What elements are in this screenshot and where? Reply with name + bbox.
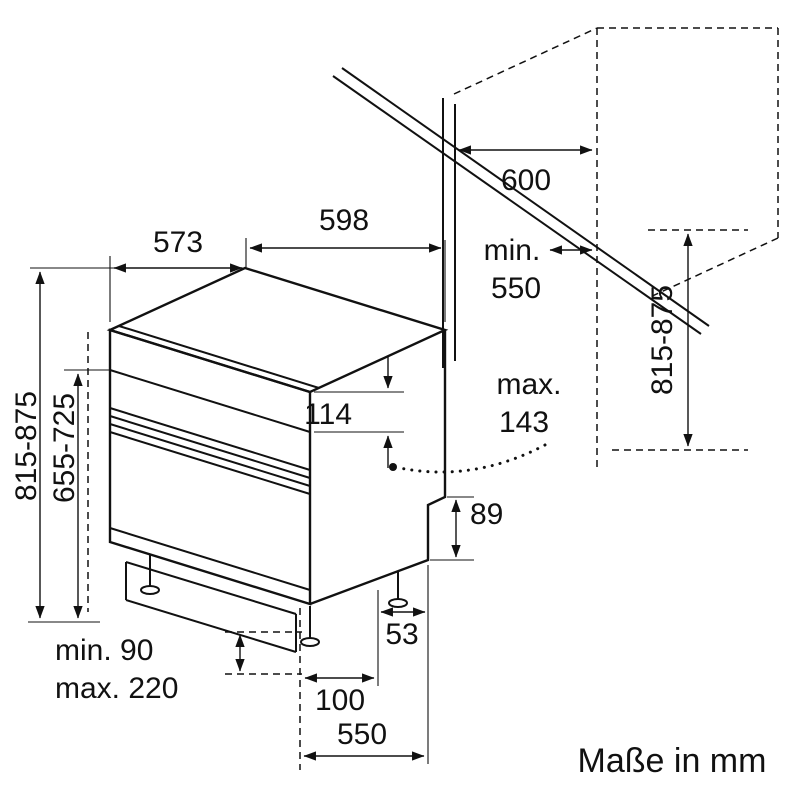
dim-label-89: 89	[470, 498, 503, 531]
worktop-edge-line	[341, 67, 710, 327]
dim-niche-depth-min: min. 550	[484, 234, 593, 305]
dim-front-panel-height: 655-725	[48, 369, 112, 619]
dim-base-depth: 550	[303, 718, 425, 761]
dim-niche-depth: 600	[458, 145, 593, 197]
dim-appliance-height: 815-875	[10, 271, 100, 623]
dishwasher-body	[87, 266, 449, 770]
dim-plinth-range: min. 90 max. 220	[55, 634, 245, 705]
plinth	[125, 561, 297, 653]
dim-label-114: 114	[304, 398, 352, 431]
dim-label-plinth-max: max. 220	[55, 672, 178, 705]
dim-label-573: 573	[153, 226, 203, 259]
dim-label-100: 100	[315, 684, 365, 717]
dim-label-appliance-height: 815-875	[10, 391, 43, 501]
dim-niche-height: 815-875	[646, 233, 693, 447]
dim-rear-recess: 89	[430, 496, 503, 561]
dim-label-max: max.	[496, 368, 561, 401]
dim-label-53: 53	[385, 618, 418, 651]
dim-label-niche-height: 815-875	[646, 285, 679, 395]
side-face	[309, 330, 447, 606]
foot-base	[300, 637, 320, 647]
dim-label-550: 550	[337, 718, 387, 751]
worktop-edge-line	[332, 75, 702, 335]
dim-label-plinth-min: min. 90	[55, 634, 153, 667]
dim-rear-foot: 53	[377, 565, 429, 764]
plinth-edge	[125, 561, 297, 615]
dim-foot-to-front: 100	[304, 673, 375, 717]
door-bottom-line	[109, 527, 311, 591]
kitchen-niche-outline	[332, 27, 779, 470]
control-panel-band-line	[109, 369, 311, 433]
dim-label-143: 143	[499, 406, 549, 439]
door-top-line	[109, 407, 311, 471]
top-face-inset-line	[118, 325, 320, 389]
dimension-annotations: 573 598 815-875 655-725 114	[10, 145, 693, 764]
units-note: Maße in mm	[578, 742, 767, 780]
foot-base	[388, 598, 408, 608]
door-top-line	[109, 415, 311, 479]
leader-point	[389, 463, 397, 471]
appliance-feet	[140, 554, 408, 647]
dim-door-top-max: max. 143	[389, 368, 562, 474]
dim-top-depth: 573	[30, 226, 246, 322]
dim-label-600: 600	[501, 164, 551, 197]
door-top-line	[109, 423, 311, 487]
dim-control-panel-height: 114	[304, 356, 404, 468]
dim-label-front-panel-height: 655-725	[48, 393, 81, 503]
door-top-line	[109, 431, 311, 495]
top-face	[106, 266, 449, 394]
niche-top-depth-edge	[453, 27, 598, 95]
foot-base	[140, 585, 160, 595]
dim-label-min: min.	[484, 234, 541, 267]
dim-top-width: 598	[245, 204, 446, 322]
dotted-leader-line	[398, 443, 547, 474]
dim-label-min-550: 550	[491, 272, 541, 305]
dim-label-598: 598	[319, 204, 369, 237]
plinth-edge	[125, 599, 297, 653]
front-face	[108, 328, 312, 606]
